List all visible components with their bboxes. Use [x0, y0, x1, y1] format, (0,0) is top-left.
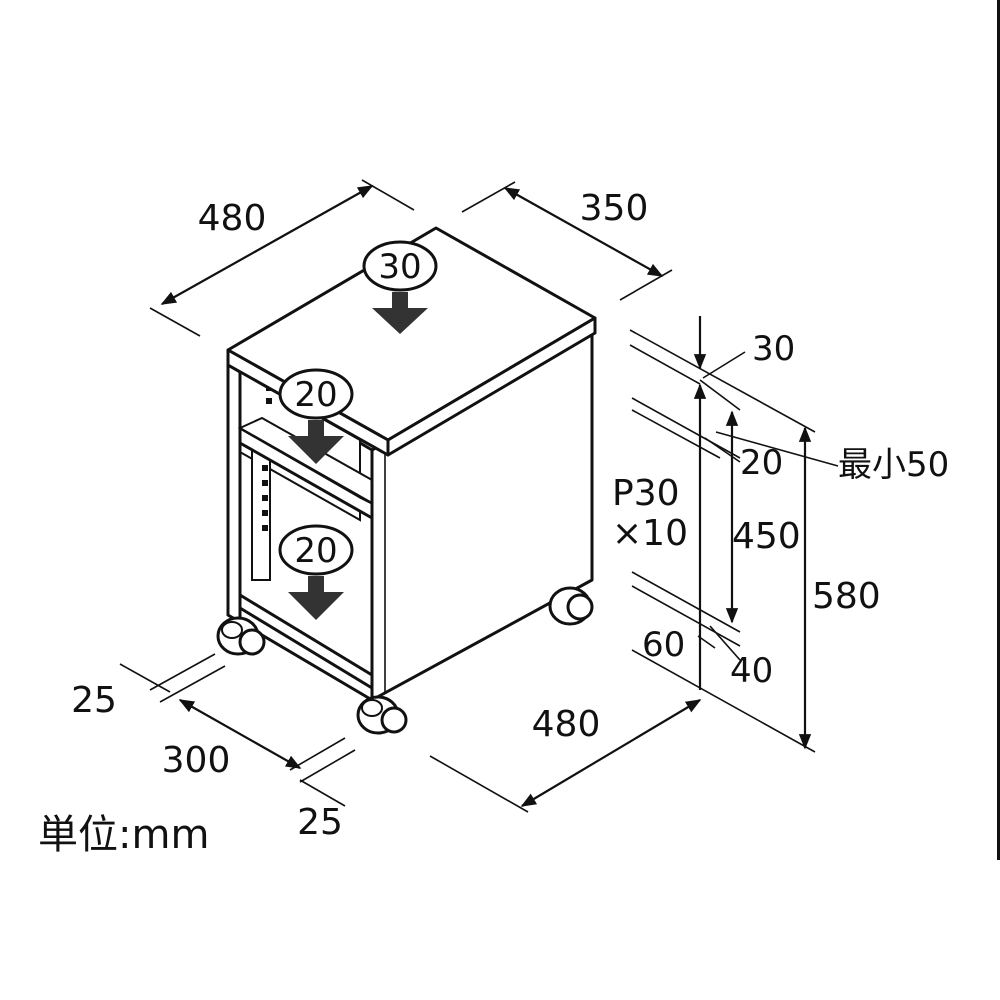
load-badge-top-label: 30	[378, 247, 421, 287]
pitch-label: P30	[612, 473, 680, 514]
base-height-value: 60	[642, 625, 685, 665]
shelf-thickness-value: 20	[740, 443, 783, 483]
inner-width-value: 300	[162, 740, 231, 781]
pitch-count: ×10	[612, 513, 688, 554]
dimension-base-widths: 25 300 25	[71, 653, 356, 843]
depth-top-value: 350	[580, 188, 649, 229]
bottom-gap-value: 40	[730, 651, 773, 691]
inner-height-value: 450	[732, 516, 801, 557]
down-arrow-icon	[288, 576, 344, 620]
total-height-value: 580	[812, 576, 881, 617]
shelf-gap-min-value: 最小50	[838, 445, 949, 485]
caster-offset-left-value: 25	[71, 680, 117, 721]
caster-front-right	[356, 695, 408, 735]
caster-offset-right-value: 25	[297, 802, 343, 843]
shelf-pitch-holes	[251, 385, 272, 581]
caster-back-right	[548, 586, 594, 626]
down-arrow-icon	[372, 292, 428, 334]
down-arrow-icon	[288, 420, 344, 464]
load-badge-bottom-label: 20	[294, 531, 337, 571]
width-top-value: 480	[198, 198, 267, 239]
load-badge-bottom-shelf: 20	[278, 524, 354, 620]
right-border-line	[997, 0, 1000, 860]
unit-label: 単位:mm	[38, 812, 209, 858]
load-badge-top: 30	[362, 240, 438, 334]
load-badge-middle-label: 20	[294, 375, 337, 415]
dimension-width-top: 480	[149, 179, 415, 337]
dimension-heights: 30 P30 ×10 20 450 最小50 580 60 40	[612, 316, 949, 753]
caster-front-left	[216, 616, 266, 656]
depth-bottom-value: 480	[532, 704, 601, 745]
top-thickness-value: 30	[752, 329, 795, 369]
dimension-depth-bottom: 480	[429, 699, 702, 813]
load-badge-middle-shelf: 20	[278, 368, 354, 464]
dimension-depth-top: 350	[461, 181, 673, 301]
